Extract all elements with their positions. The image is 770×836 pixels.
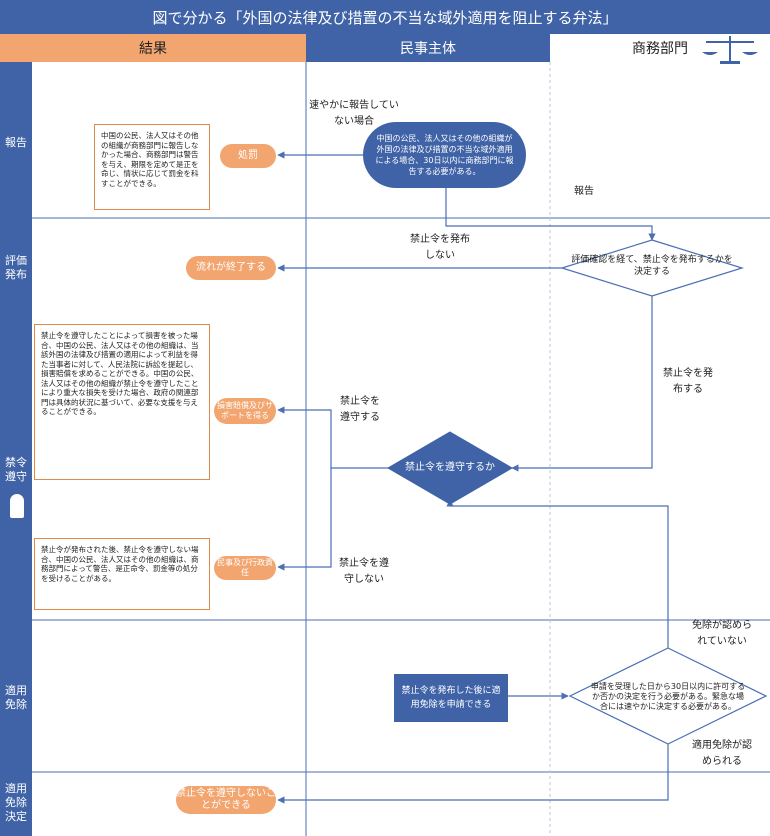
row-label-decision: 適用免除決定 [5, 782, 27, 823]
may-not-comply: 禁止令を遵守しないことができる [176, 786, 276, 814]
not-granted-label: 免除が認められていない [692, 620, 752, 647]
process-end: 流れが終了する [186, 256, 276, 280]
column-header-commerce: 商務部門 [522, 34, 770, 64]
compensation-note: 禁止令を遵守したことによって損害を被った場合、中国の公民、法人又はその他の組織は… [34, 324, 210, 480]
granted-label: 適用免除が認められる [692, 740, 752, 767]
penalty-report-note: 中国の公民、法人又はその他の組織が商務部門に報告しなかった場合、商務部門は警告を… [94, 124, 210, 210]
row-label-evaluation: 評価発布 [5, 254, 27, 281]
apply-exemption: 禁止令を発布した後に適用免除を申請できる [394, 674, 508, 722]
row-label-band [0, 62, 32, 836]
evaluation-diamond [559, 239, 745, 297]
report-label: 報告 [574, 186, 594, 197]
exemption-diamond [568, 647, 768, 745]
exemption-decision: 申請を受理した日から30日以内に許可するか否かの決定を行う必要がある。緊急な場合… [590, 682, 746, 711]
citizen-report: 中国の公民、法人又はその他の組織が外国の法律及び措置の不当な域外適用による場合、… [363, 122, 526, 188]
row-label-prohibition: 禁令遵守 [5, 456, 27, 483]
column-header-citizen: 民事主体 [306, 34, 550, 62]
row-label-exemption: 適用免除 [5, 684, 27, 711]
not-comply-label: 禁止令を遵守しない [339, 558, 389, 585]
evaluation-decision: 評価確認を経て、禁止令を発布するかを決定する [571, 255, 733, 277]
scale-icon [702, 36, 758, 64]
liability: 民事及び行政責任 [214, 556, 276, 580]
page-title: 図で分かる「外国の法律及び措置の不当な域外適用を阻止する弁法」 [0, 0, 770, 34]
no-report-label: 速やかに報告していない場合 [309, 100, 399, 127]
column-header-result: 結果 [0, 34, 306, 62]
people-icon [4, 492, 58, 522]
penalty-report: 処罰 [220, 144, 276, 168]
comply-decision: 禁止令を遵守するか [405, 462, 495, 473]
liability-note: 禁止令が発布された後、禁止令を遵守しない場合、中国の公民、法人又はその他の組織は… [34, 538, 210, 610]
compensation: 損害賠償及びサポートを得る [214, 398, 276, 424]
issue-label: 禁止令を発布する [663, 368, 713, 395]
comply-diamond [387, 431, 513, 505]
citizen-group-icon [522, 38, 544, 58]
row-label-report: 報告 [5, 136, 27, 149]
comply-label: 禁止令を遵守する [340, 396, 380, 423]
not-issue-label: 禁止令を発布しない [410, 234, 470, 261]
commerce-label: 商務部門 [632, 41, 688, 57]
